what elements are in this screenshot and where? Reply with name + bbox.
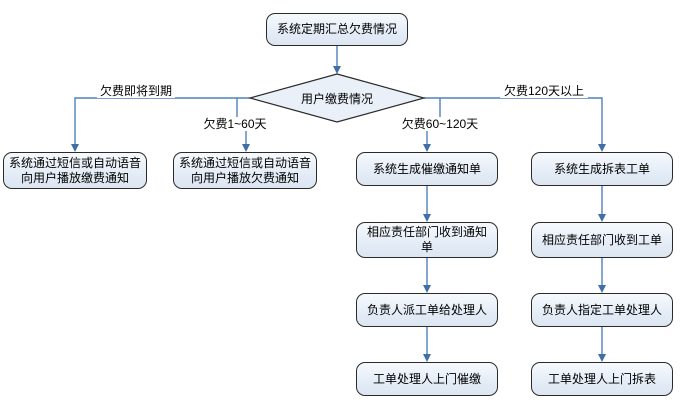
arrowhead-icon <box>598 285 606 293</box>
node-start: 系统定期汇总欠费情况 <box>266 13 408 46</box>
arrowhead-icon <box>423 214 431 222</box>
node-sms-payment-notice: 系统通过短信或自动语音向用户播放缴费通知 <box>3 152 147 189</box>
node-generate-meter-removal-order: 系统生成拆表工单 <box>531 152 673 186</box>
arrowhead-icon <box>242 144 250 152</box>
arrowhead-icon <box>333 66 341 74</box>
edge-label-due-soon: 欠费即将到期 <box>97 84 175 98</box>
decision-diamond-shape <box>247 73 427 123</box>
node-sms-arrears-notice: 系统通过短信或自动语音向用户播放欠费通知 <box>173 152 317 189</box>
node-leader-dispatches-order: 负责人派工单给处理人 <box>356 293 498 327</box>
connector-branch-due-soon <box>74 97 250 145</box>
arrowhead-icon <box>71 144 79 152</box>
arrowhead-icon <box>598 144 606 152</box>
node-handler-door-meter-removal: 工单处理人上门拆表 <box>531 362 673 396</box>
arrowheads <box>71 66 606 362</box>
arrowhead-icon <box>423 144 431 152</box>
node-dept-receives-notice: 相应责任部门收到通知单 <box>356 222 498 258</box>
arrowhead-icon <box>598 354 606 362</box>
arrowhead-icon <box>423 285 431 293</box>
edge-label-over-120-days: 欠费120天以上 <box>500 84 588 98</box>
node-handler-door-collection: 工单处理人上门催缴 <box>356 362 498 396</box>
node-decision-label: 用户缴费情况 <box>300 91 373 106</box>
arrowhead-icon <box>598 214 606 222</box>
edge-label-1-60-days: 欠费1~60天 <box>194 117 276 131</box>
arrowhead-icon <box>423 354 431 362</box>
node-dept-receives-order: 相应责任部门收到工单 <box>531 222 673 258</box>
node-leader-assigns-handler: 负责人指定工单处理人 <box>531 293 673 327</box>
node-generate-collection-notice: 系统生成催缴通知单 <box>356 152 498 186</box>
edge-label-60-120-days: 欠费60~120天 <box>392 117 488 131</box>
connector-branch-over-120 <box>424 97 603 145</box>
